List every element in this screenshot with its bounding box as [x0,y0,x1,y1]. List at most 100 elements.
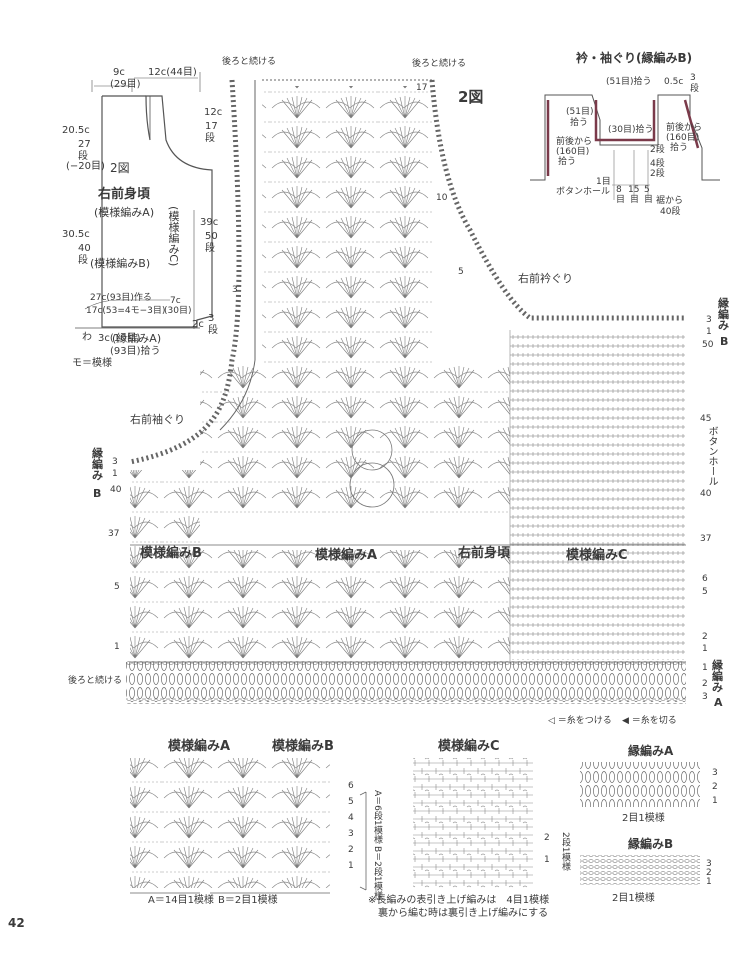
pattern-a-label: 模様編みA [315,548,378,563]
edge-a-right: 縁編み [712,659,723,694]
row-r2: 2 [702,632,708,642]
row-r3: 3 [706,315,712,325]
sample-c-rep: 2段1模様 [560,832,570,871]
row-t10: 10 [436,193,448,203]
collar-from-hem: 裾から [656,196,684,206]
collar-n8: 8 [616,185,622,195]
row-r1b: 1 [702,644,708,654]
row-r6: 6 [702,574,708,584]
sample-row-4: 4 [348,813,354,823]
sample-charts [130,758,700,894]
dim-50: 50 [205,231,218,242]
schematic-title: 右前身頃 [98,187,151,202]
sample-row-3: 3 [348,829,354,839]
row-r5: 5 [702,587,708,597]
collar-4-rows: 4段 [650,159,665,169]
row-t17: 17 [416,83,428,93]
neck-label: 右前衿ぐり [518,272,573,285]
row-t3: 3 [232,285,238,295]
dim-7c: 7c [170,296,181,306]
collar-front-r1: 前後から [666,123,703,133]
sample-row-5: 5 [348,797,354,807]
main-stitch-chart [126,79,686,704]
row-r2b: 2 [702,679,708,689]
sample-rep-b: B＝2目1模様 [218,895,278,906]
edge-a-row-1: 1 [712,796,718,806]
row-t5: 5 [458,267,464,277]
sample-c-row-2: 2 [544,833,550,843]
collar-40-rows: 40段 [660,207,681,217]
page-number: 42 [8,916,25,930]
sample-b-title: 模様編みB [272,739,334,754]
button-hole-label: ボタンホール [706,426,717,486]
collar-front-a: 前後から [556,137,593,147]
dim-12c: 12c(44目) [148,67,197,78]
row-l40: 40 [110,485,122,495]
collar-front-r2: (160目) [666,133,700,143]
sleeve-label: 右前袖ぐり [130,413,185,426]
edge-b-left: 縁編み [92,447,103,482]
collar-05c: 0.5c [664,77,684,87]
legend-attach: ◁ ＝糸をつける [548,716,612,726]
collar-3-unit: 段 [690,84,700,94]
dim-50-unit: 段 [205,243,215,254]
collar-me1: 目 [616,195,626,205]
dim-40-unit: 段 [78,255,88,266]
collar-3: 3 [690,73,696,83]
edge-a-title: 縁編みA [628,744,674,758]
row-r50: 50 [702,340,714,350]
schematic-pat-b: (模様編みB) [90,257,151,270]
edge-b-left-b: B [93,487,102,500]
legend-cut: ◀ ＝糸を切る [622,716,677,726]
collar-front-b: (160目) [556,147,590,157]
edge-a-row-2: 2 [712,782,718,792]
continue-back-2: 後ろと続ける [412,59,467,69]
schematic-edge-a: (縁編みA) [112,332,162,345]
collar-title: 衿・袖ぐり(縁編みB) [576,51,693,65]
dim-2c: 2c [192,319,204,330]
sample-a-title: 模様編みA [168,739,231,754]
continue-back-1: 後ろと続ける [222,57,277,67]
dim-3-unit: 段 [208,325,218,336]
dim-20-5c: 20.5c [62,125,90,136]
edge-b-rep: 2目1模様 [612,893,655,904]
schematic-pat-a: (模様編みA) [94,206,155,219]
dim-27c: 27c(93目)作る [90,293,152,303]
edge-b-title: 縁編みB [628,837,674,851]
continue-back-3: 後ろと続ける [68,676,123,686]
pattern-c-label: 模様編みC [566,548,628,563]
collar-2b-rows: 2段 [650,169,665,179]
row-r3b: 3 [702,692,708,702]
sample-c-title: 模様編みC [438,739,500,754]
collar-front-c: 拾う [558,157,577,167]
collar-51b: (51目) [566,107,594,117]
dim-17: 17 [205,121,218,132]
collar-button: ボタンホール [556,187,611,197]
front-schematic [75,72,213,329]
dim-12c-right: 12c [204,107,223,118]
sample-c-row-1: 1 [544,855,550,865]
collar-front-r3: 拾う [670,143,689,153]
collar-me2: 目 [630,195,640,205]
collar-51b-unit: 拾う [570,118,589,128]
row-l1b: 1 [114,642,120,652]
chart-fig: 2図 [458,88,484,106]
dim-3: 3 [208,313,215,324]
dim-wa: わ [82,332,92,343]
collar-diagram [530,94,720,200]
sample-rep-a-v: A＝6段1模様 [372,790,382,844]
edge-b-right-b: B [720,335,729,348]
collar-n5: 5 [644,185,650,195]
edge-b-row-3: 3 [706,859,712,869]
edge-a-row-3: 3 [712,768,718,778]
schematic-pat-c: (模様編みC) [167,206,180,267]
sample-rep-a: A＝14目1模様 [148,895,214,906]
collar-30: (30目)拾う [608,125,654,135]
row-r37: 37 [700,534,712,544]
dim-9c: 9c [113,67,125,78]
dim-30: (30目) [164,306,192,316]
dim-17c: 17c(53=4モ−3目) [86,306,166,316]
row-l3: 3 [112,457,118,467]
